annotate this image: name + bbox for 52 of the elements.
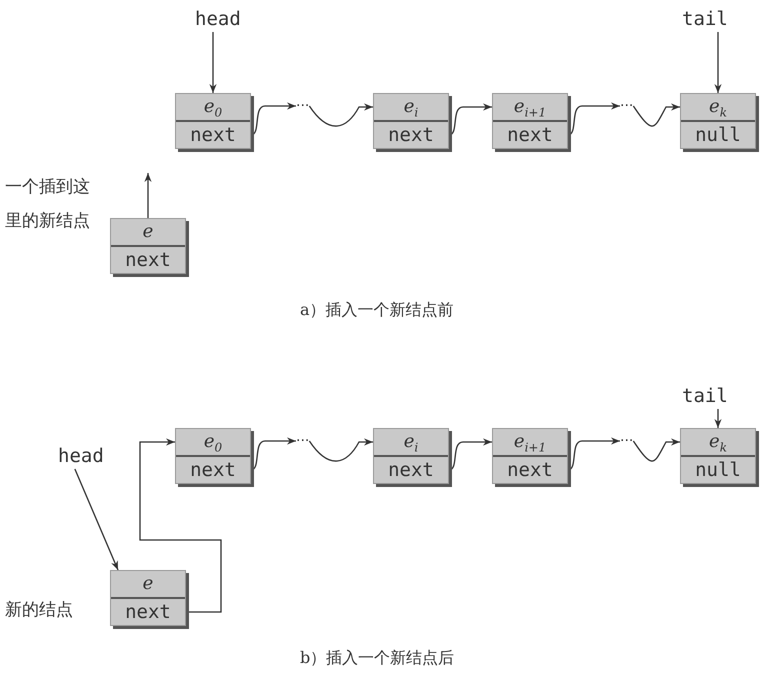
list-node-box <box>110 218 186 274</box>
link-field: next <box>111 599 185 625</box>
arrow <box>714 32 722 93</box>
ellipsis: ··· <box>620 433 634 449</box>
element-value: e$_{i+1}$ <box>493 429 567 457</box>
element-value: e <box>111 219 185 247</box>
arrow <box>144 173 152 218</box>
annotation-text: 一个插到这里的新结点 <box>5 176 91 233</box>
figure-caption: b）插入一个新结点后 <box>300 648 454 669</box>
arrow <box>139 438 222 613</box>
link-field: next <box>493 457 567 483</box>
pointer-name: tail <box>682 385 728 407</box>
arrow <box>714 409 722 428</box>
list-node-box <box>680 428 756 484</box>
arrow <box>308 438 373 462</box>
link-field: next <box>374 457 448 483</box>
link-field: next <box>111 247 185 273</box>
element-value: e$_{k}$ <box>681 429 755 457</box>
arrow <box>632 438 680 462</box>
list-node-box <box>492 93 568 149</box>
figure-caption: a）插入一个新结点前 <box>300 300 454 321</box>
pointer-name: head <box>195 8 241 30</box>
list-node-box <box>373 93 449 149</box>
element-value: e$_{0}$ <box>176 94 250 122</box>
element-value: e$_{i+1}$ <box>493 94 567 122</box>
pointer-name: tail <box>682 8 728 30</box>
node-caption: 新的结点 <box>5 599 73 621</box>
link-field: next <box>176 457 250 483</box>
arrow <box>209 32 217 93</box>
arrow <box>632 103 680 127</box>
ellipsis: ··· <box>620 98 634 114</box>
link-field: null <box>681 122 755 148</box>
list-node-box <box>110 570 186 626</box>
element-value: e$_{0}$ <box>176 429 250 457</box>
list-node-box <box>175 93 251 149</box>
link-field: next <box>493 122 567 148</box>
link-field: next <box>374 122 448 148</box>
element-value: e$_{i}$ <box>374 429 448 457</box>
ellipsis: ··· <box>296 98 310 114</box>
pointer-name: head <box>58 445 104 467</box>
arrow <box>308 103 373 127</box>
list-node-box <box>373 428 449 484</box>
list-node-box <box>175 428 251 484</box>
list-node-box <box>492 428 568 484</box>
arrow <box>74 468 119 570</box>
ellipsis: ··· <box>296 433 310 449</box>
link-field: next <box>176 122 250 148</box>
element-value: e$_{k}$ <box>681 94 755 122</box>
list-node-box <box>680 93 756 149</box>
element-value: e <box>111 571 185 599</box>
link-field: null <box>681 457 755 483</box>
element-value: e$_{i}$ <box>374 94 448 122</box>
